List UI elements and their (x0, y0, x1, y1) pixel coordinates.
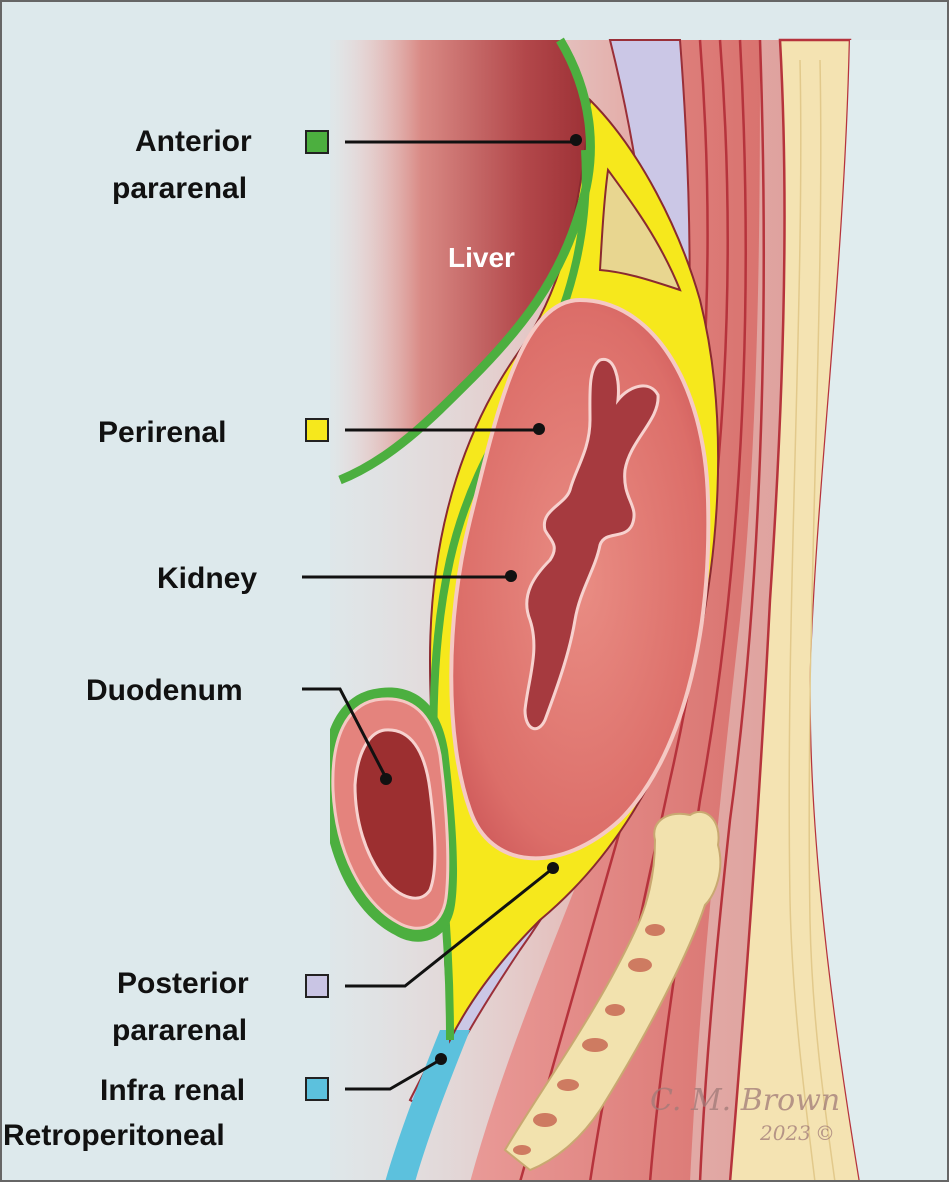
infra-label-line1: Infra renal (100, 1074, 245, 1107)
label-infra-renal: Infra renal Retroperitoneal (3, 1053, 447, 1152)
anterior-swatch (305, 130, 329, 154)
posterior-label-line1: Posterior (117, 967, 249, 1000)
perirenal-leader-dot (533, 423, 545, 435)
anterior-label-line2: pararenal (112, 172, 247, 205)
liver-label: Liver (448, 242, 515, 273)
infra-renal-space (385, 1030, 470, 1182)
signature-name: C. M. Brown (650, 1083, 840, 1118)
liver (330, 40, 591, 480)
infra-label-line2: Retroperitoneal (3, 1119, 225, 1152)
posterior-leader (345, 867, 553, 988)
duodenum-leader-dot (380, 773, 392, 785)
kidney (449, 297, 711, 861)
skin-edge (810, 40, 949, 1182)
infra-swatch (305, 1077, 329, 1101)
infra-leader (345, 1058, 441, 1091)
label-duodenum: Duodenum (86, 674, 392, 785)
posterior-label-line2: pararenal (112, 1014, 247, 1047)
kidney-label: Kidney (157, 562, 257, 595)
anterior-leader-dot (570, 134, 582, 146)
fat-texture (788, 59, 836, 1182)
duodenum-label: Duodenum (86, 674, 243, 707)
perirenal-swatch (305, 418, 329, 442)
anterior-pararenal-space (338, 37, 595, 485)
label-anterior-pararenal: Anterior pararenal (112, 125, 582, 205)
label-kidney: Kidney (157, 562, 517, 595)
posterior-leader-dot (547, 862, 559, 874)
rib (503, 810, 722, 1172)
perirenal-label: Perirenal (98, 416, 226, 449)
anterior-label-line1: Anterior (135, 125, 252, 158)
duodenum (321, 687, 458, 942)
kidney-leader-dot (505, 570, 517, 582)
infra-leader-dot (435, 1053, 447, 1065)
label-posterior-pararenal: Posterior pararenal (112, 862, 559, 1047)
left-panel (0, 0, 330, 1182)
signature-copyright: © (815, 1121, 835, 1145)
label-perirenal: Perirenal (98, 416, 545, 449)
duodenum-leader (302, 687, 388, 779)
fat-pad (598, 167, 682, 292)
signature-year: 2023 (759, 1121, 811, 1145)
artist-signature: C. M. Brown 2023 © (650, 1083, 840, 1145)
posterior-swatch (305, 974, 329, 998)
